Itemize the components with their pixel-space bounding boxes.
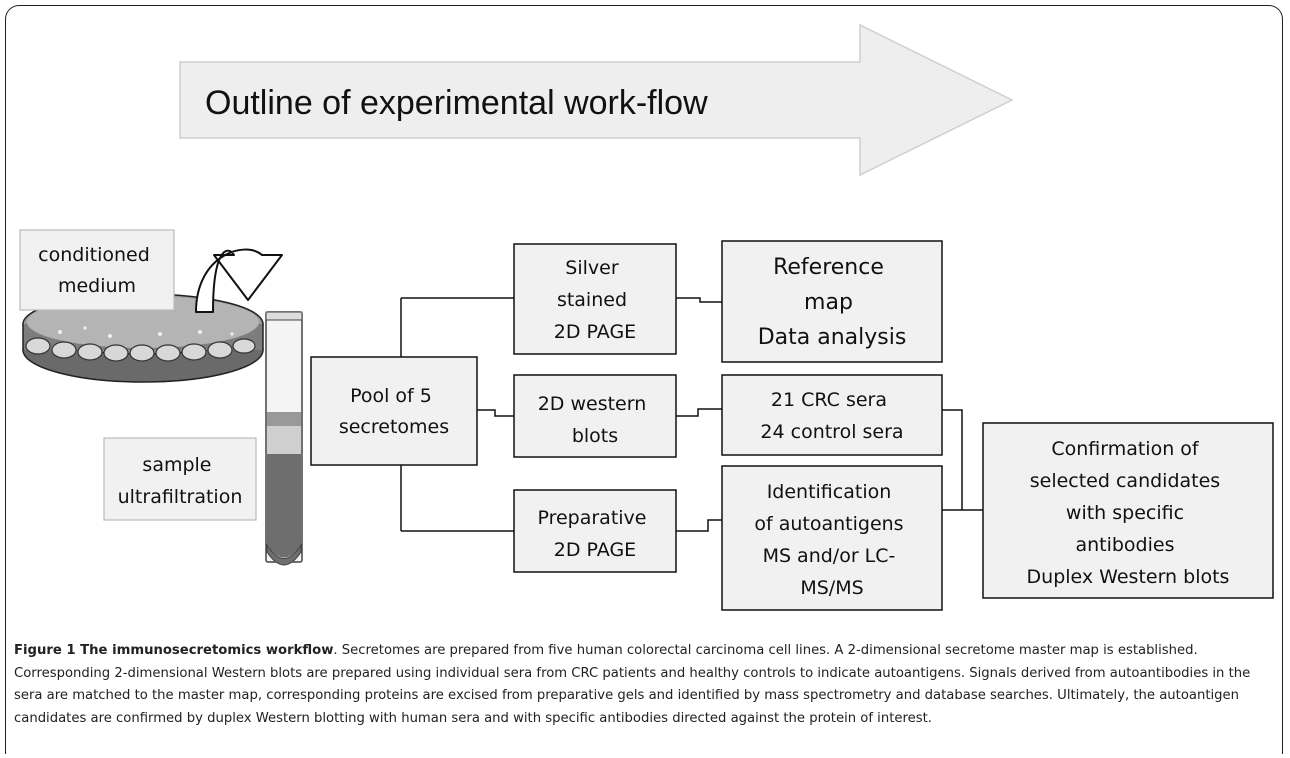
test-tube-illustration <box>265 311 303 566</box>
figure-caption: Figure 1 The immunosecretomics workflow.… <box>14 640 1282 730</box>
identification-box: Identification of autoantigens MS and/or… <box>721 465 943 611</box>
western-blots-box: 2D western blots <box>513 374 677 458</box>
svg-text:Preparative 2D PAGE: Preparative 2D PAGE <box>537 507 652 561</box>
caption-label: Figure 1 The immunosecretomics workflow <box>14 643 334 658</box>
svg-text:21 CRC sera 24 control s: 21 CRC sera 24 control sera <box>760 389 903 443</box>
svg-text:Silver stained 2D: Silver stained 2D PAGE <box>554 257 636 343</box>
confirmation-box: Confirmation of selected candidates with… <box>982 422 1274 599</box>
banner-title: Outline of experimental work-flow <box>205 84 708 122</box>
caption-text: . Secretomes are prepared from five huma… <box>14 643 1251 726</box>
svg-text:sample ultrafiltration: sample ultrafiltration <box>118 454 243 508</box>
svg-text:Confirmation of selected: Confirmation of selected candidates with… <box>1027 438 1230 588</box>
svg-text:Pool of 5 secretomes: Pool of 5 secretomes <box>339 385 449 438</box>
conditioned-medium-box: conditioned medium <box>19 229 175 311</box>
pool-box: Pool of 5 secretomes <box>310 356 478 466</box>
svg-text:2D western blots: 2D western blots <box>538 393 653 447</box>
sample-ultrafiltration-box: sample ultrafiltration <box>103 437 257 521</box>
sera-box: 21 CRC sera 24 control sera <box>721 374 943 456</box>
svg-text:Identification of autoan: Identification of autoantigens MS and/or… <box>754 481 909 599</box>
connectors <box>400 297 983 532</box>
preparative-box: Preparative 2D PAGE <box>513 489 677 573</box>
svg-text:conditioned medium: conditioned medium <box>38 244 156 297</box>
silver-stained-box: Silver stained 2D PAGE <box>513 243 677 355</box>
petri-dish-illustration <box>22 293 264 383</box>
reference-map-box: Reference map Data analysis <box>721 240 943 363</box>
transfer-arrow <box>195 248 283 313</box>
figure-frame <box>5 5 1283 754</box>
svg-text:Reference map Data: Reference map Data analysis <box>758 255 907 350</box>
workflow-diagram: Outline of experimental work-flow <box>19 23 1274 611</box>
banner-arrow <box>179 23 1014 177</box>
